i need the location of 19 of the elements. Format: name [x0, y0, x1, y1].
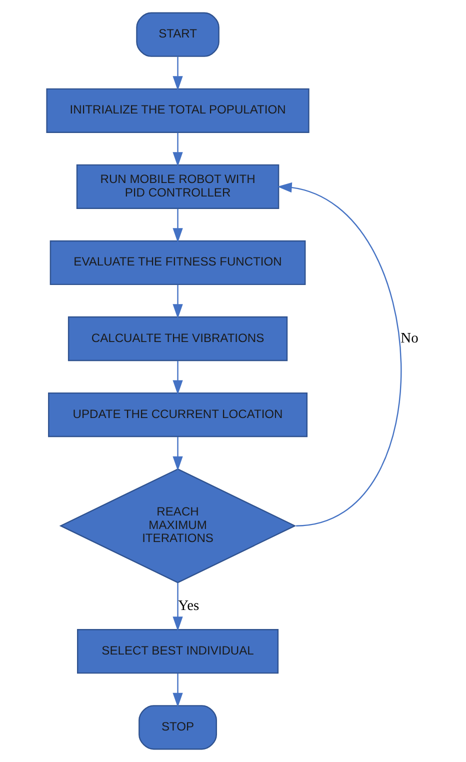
- node-box: START: [136, 12, 220, 57]
- arrow: [172, 208, 183, 243]
- arrow: [172, 673, 183, 708]
- arrow: [172, 582, 183, 632]
- node-box: STOP: [138, 705, 217, 750]
- node-box: SELECT BEST INDIVIDUAL: [77, 629, 279, 674]
- arrow: [172, 284, 183, 319]
- node-box: CALCUALTE THE VIBRATIONS: [68, 316, 288, 362]
- node-box: UPDATE THE CCURRENT LOCATION: [48, 392, 308, 438]
- arrow: [277, 182, 402, 526]
- node-box: INITRIALIZE THE TOTAL POPULATION: [46, 88, 310, 133]
- node-box: RUN MOBILE ROBOT WITH PID CONTROLLER: [76, 164, 280, 209]
- edge-label: No: [400, 330, 418, 346]
- node-box: EVALUATE THE FITNESS FUNCTION: [50, 240, 306, 286]
- arrow: [172, 56, 183, 91]
- arrow: [172, 132, 183, 167]
- arrow: [172, 436, 183, 471]
- node-diamond: REACH MAXIMUM ITERATIONS: [59, 468, 296, 584]
- arrow: [172, 360, 183, 395]
